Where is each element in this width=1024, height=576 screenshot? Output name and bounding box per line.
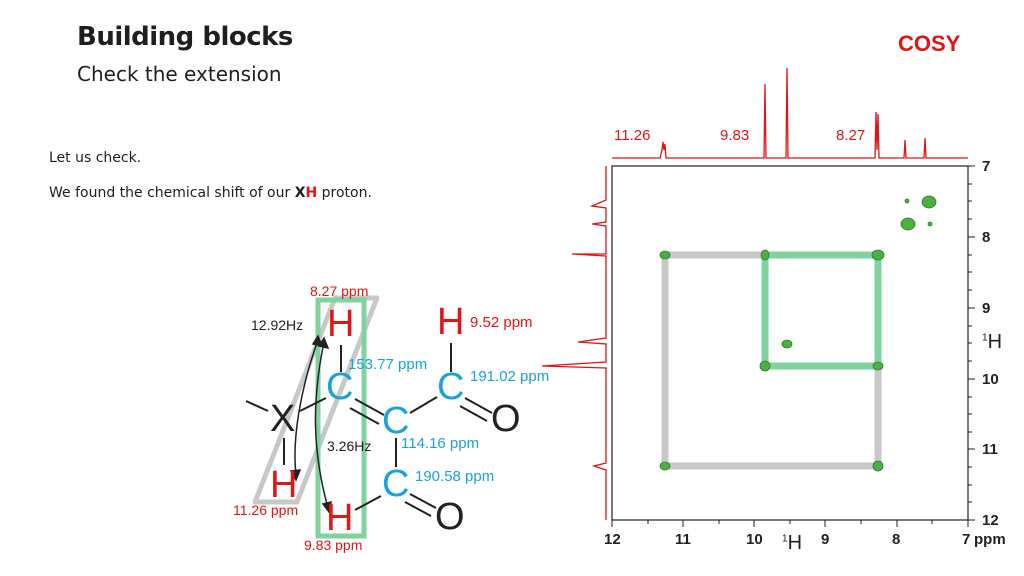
right-axis-label: 11: [982, 441, 998, 458]
bottom-axis-label: 9: [821, 531, 830, 548]
shift-text-x: X: [294, 185, 306, 201]
label-coupling-12hz: 12.92Hz: [251, 317, 304, 333]
right-axis-label: 12: [982, 512, 999, 529]
label-c1-ppm: 153.77 ppm: [348, 356, 428, 373]
bond-c3-o-double: [459, 405, 488, 422]
bottom-axis-label: 7: [962, 531, 971, 548]
label-h-bottom-left-ppm: 11.26 ppm: [233, 502, 299, 518]
bond-c4-h: [354, 495, 382, 511]
atom-x: X: [270, 398, 296, 440]
green-highlight-band: [315, 297, 367, 539]
cross-peak: [872, 361, 884, 371]
atom-o1: O: [491, 398, 521, 440]
bottom-axis-label: 10: [746, 531, 763, 548]
bond-c2-c3: [409, 396, 438, 414]
bottom-axis-label: 8: [892, 531, 901, 548]
cross-peak: [760, 249, 770, 261]
bottom-axis-nucleus: H: [787, 532, 803, 554]
label-h-top-ppm: 8.27 ppm: [310, 283, 369, 299]
green-correlation-box: [761, 251, 882, 370]
bottom-axis-label: 11: [675, 531, 691, 548]
atom-c2: C: [382, 400, 410, 442]
atom-h-aldehyde-top: H: [437, 301, 465, 343]
right-axis-label: 8: [982, 229, 991, 246]
gray-correlation-box: [661, 251, 882, 470]
bond-c4-o-double: [404, 501, 432, 517]
bond-methyl-x: [245, 400, 269, 412]
left-projection-trace: [541, 166, 607, 520]
cross-peak: [759, 360, 771, 372]
cross-peak: [659, 461, 671, 471]
coupling-arrow-3hz: [314, 341, 329, 509]
label-c3-ppm: 191.02 ppm: [470, 368, 550, 385]
bottom-axis-nucleus-label: 1H: [782, 532, 802, 555]
right-axis-nucleus-label: 1H: [982, 331, 1002, 354]
label-coupling-3hz: 3.26Hz: [327, 438, 372, 454]
cross-peak: [921, 195, 937, 209]
label-h-aldehyde-ppm: 9.52 ppm: [470, 314, 533, 331]
top-peak-label-8.27: 8.27: [836, 127, 866, 144]
page-title: Building blocks: [77, 22, 293, 52]
atom-h-top: H: [327, 303, 355, 345]
top-projection-trace: [612, 67, 968, 159]
bond-c3-o: [464, 397, 493, 414]
cross-peak: [659, 250, 671, 260]
bottom-axis-nucleus-sup: 1: [782, 533, 788, 545]
shift-text-suffix: proton.: [317, 185, 372, 201]
right-axis-label: 7: [982, 158, 991, 175]
label-c4-ppm: 190.58 ppm: [415, 468, 495, 485]
cosy-label: COSY: [898, 31, 961, 56]
cross-peak: [871, 249, 885, 261]
cross-peak: [781, 339, 793, 349]
top-peak-label-11.26: 11.26: [614, 127, 651, 144]
cross-peak: [904, 198, 910, 204]
atom-c3: C: [437, 366, 465, 408]
right-axis-label: 10: [982, 371, 999, 388]
right-axis-nucleus-sup: 1: [982, 332, 988, 344]
right-axis-label: 9: [982, 300, 991, 317]
atom-c1: C: [326, 366, 354, 408]
label-c2-ppm: 114.16 ppm: [401, 435, 480, 452]
shift-text-h: H: [305, 185, 318, 201]
cross-peak: [900, 217, 916, 231]
atom-h-bottom: H: [326, 497, 354, 539]
cross-peak: [872, 460, 884, 472]
atom-h-bottom-left: H: [270, 464, 298, 506]
bottom-axis-label: 12: [604, 531, 621, 548]
atom-c4: C: [382, 463, 410, 505]
page-subtitle: Check the extension: [77, 62, 282, 86]
bond-c1-c2-double: [349, 407, 380, 425]
label-h-bottom-ppm: 9.83 ppm: [304, 537, 363, 553]
intro-text: Let us check.: [49, 150, 142, 166]
coupling-arrow-12hz: [294, 339, 319, 476]
top-peak-label-9.83: 9.83: [720, 127, 750, 144]
chemical-shift-text: We found the chemical shift of our XH pr…: [49, 185, 372, 201]
bond-c4-o: [409, 493, 437, 509]
bond-x-c1: [299, 397, 327, 412]
bottom-axis-unit: ppm: [974, 531, 1006, 548]
shift-text-prefix: We found the chemical shift of our: [49, 185, 295, 201]
right-axis-nucleus: H: [987, 331, 1003, 353]
atom-o2: O: [435, 496, 465, 538]
cross-peak: [927, 221, 933, 227]
bond-c1-c2: [354, 398, 385, 416]
